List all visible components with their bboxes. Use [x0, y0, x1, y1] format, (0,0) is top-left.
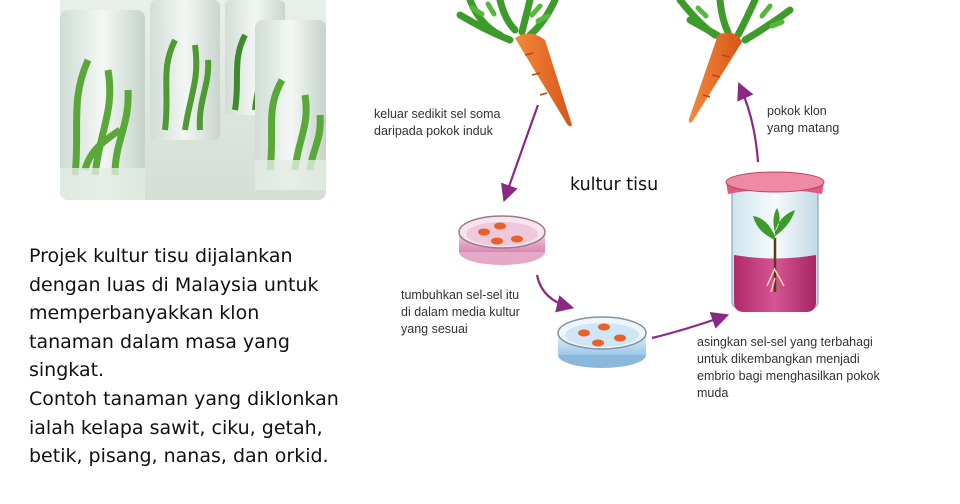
arrow-step1: [501, 104, 540, 203]
step-label-line: embrio bagi menghasilkan pokok: [697, 369, 880, 383]
jar-back-left: [150, 0, 220, 140]
step-label-grow: tumbuhkan sel-sel itu di dalam media kul…: [401, 287, 520, 338]
step-label-line: asingkan sel-sel yang terbahagi: [697, 335, 873, 349]
step-label-line: daripada pokok induk: [374, 124, 493, 138]
process-arrows: [501, 81, 760, 340]
diagram-center-label: kultur tisu: [570, 175, 659, 195]
tissue-culture-photo: [60, 0, 326, 200]
step-label-line: keluar sedikit sel soma: [374, 107, 501, 121]
step-label-line: untuk dikembangkan menjadi: [697, 352, 860, 366]
intro-paragraph: Projek kultur tisu dijalankan dengan lua…: [29, 245, 319, 382]
step-label-line: di dalam media kultur: [401, 305, 520, 319]
step-label-line: muda: [697, 386, 729, 400]
step-label-line: pokok klon: [767, 104, 827, 118]
step-label-line: yang matang: [767, 121, 840, 135]
step-label-mature-clone: pokok klon yang matang: [767, 103, 839, 137]
culture-jar-icon: [725, 171, 825, 312]
arrow-step3: [651, 312, 730, 340]
petri-dish-icon: [458, 215, 546, 265]
step-label-line: yang sesuai: [401, 322, 468, 336]
step-label-separate: asingkan sel-sel yang terbahagi untuk di…: [697, 334, 880, 402]
arrow-step4: [737, 81, 760, 163]
carrot-icon: [676, 0, 794, 123]
arrow-step2: [535, 274, 575, 313]
jar-front-right: [255, 20, 326, 190]
carrot-icon: [456, 0, 572, 127]
jar-front-left: [60, 10, 145, 200]
petri-dish-icon: [557, 316, 647, 368]
examples-paragraph: Contoh tanaman yang diklonkan ialah kela…: [29, 388, 339, 468]
step-label-line: tumbuhkan sel-sel itu: [401, 288, 520, 302]
step-label-extract: keluar sedikit sel soma daripada pokok i…: [374, 106, 500, 140]
